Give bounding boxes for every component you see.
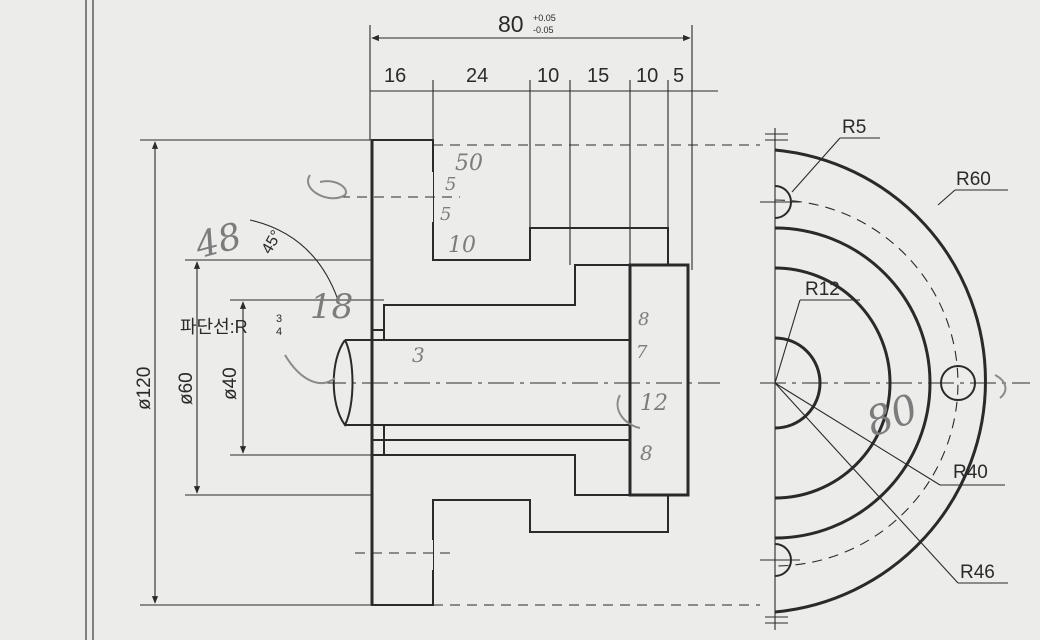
pencil-note-18: 18	[310, 287, 353, 327]
pencil-note-3: 3	[412, 343, 425, 367]
dia-40: ø40	[220, 367, 241, 400]
dia-60: ø60	[176, 372, 197, 405]
seg-5: 10	[636, 65, 658, 87]
seg-2: 24	[466, 65, 488, 87]
break-line-note: 파단선:R	[180, 317, 248, 337]
radius-r12: R12	[805, 279, 840, 300]
break-frac-den: 4	[276, 326, 282, 338]
radius-r46: R46	[960, 562, 995, 583]
radius-r60: R60	[956, 169, 991, 190]
radius-r40: R40	[953, 462, 988, 483]
seg-1: 16	[384, 65, 406, 87]
overall-length-label: 80	[498, 11, 524, 37]
pencil-scribble-1	[307, 174, 347, 200]
pencil-note-8b: 8	[640, 441, 653, 465]
tol-minus: -0.05	[533, 25, 554, 35]
outer-arc-r60	[774, 148, 987, 614]
break-line	[332, 339, 354, 427]
front-view: R5 R60 R12 R40 R46	[760, 117, 1030, 630]
pencil-note-10: 10	[448, 233, 476, 258]
break-frac-num: 3	[276, 313, 282, 325]
dia-120: ø120	[134, 367, 155, 410]
left-dimensions: ø120 ø60 ø40 파단선:R 3 4 45°	[134, 139, 384, 606]
pencil-scribble-3	[616, 394, 641, 429]
radius-r5: R5	[842, 117, 866, 138]
seg-4: 15	[587, 65, 609, 87]
pencil-note-8a: 8	[638, 309, 649, 330]
tol-plus: +0.05	[533, 13, 556, 23]
pencil-note-5a: 5	[445, 174, 456, 195]
pencil-scribble-2	[284, 354, 336, 384]
lower-bolt-hole	[372, 540, 433, 570]
top-dimensions: 80 +0.05 -0.05 16 24 10 15 10 5	[369, 11, 718, 270]
seg-3: 10	[537, 65, 559, 87]
pencil-scribble-4	[994, 374, 1007, 399]
chamfer-arc	[249, 219, 339, 301]
pencil-note-12: 12	[640, 391, 668, 416]
bolt-circle-r46	[774, 199, 959, 567]
pencil-note-50: 50	[455, 151, 483, 176]
seg-6: 5	[673, 65, 684, 87]
pencil-note-7: 7	[636, 342, 648, 363]
end-cap	[628, 263, 690, 497]
pencil-note-5b: 5	[440, 204, 451, 225]
